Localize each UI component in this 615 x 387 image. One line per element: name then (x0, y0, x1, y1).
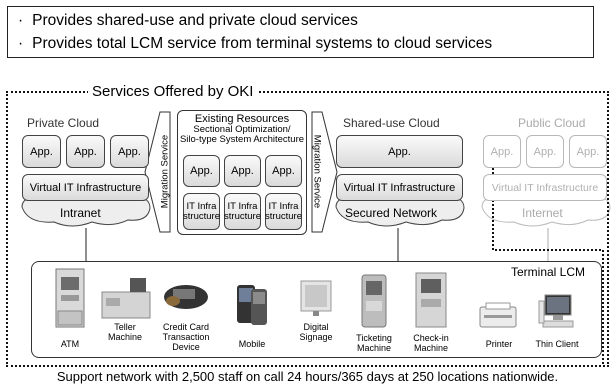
public-virtual-it-infrastructure: Virtual IT Infrastructure (483, 174, 607, 201)
existing-app-box-1: App. (183, 155, 220, 187)
services-frame-title: Services Offered by OKI (88, 83, 258, 100)
check-in-machine-icon (412, 271, 450, 329)
summary-bullet-1: ·Provides shared-use and private cloud s… (18, 12, 358, 29)
terminal-lcm-label: Terminal LCM (511, 265, 586, 279)
shared-virtual-it-infrastructure: Virtual IT Infrastructure (336, 174, 463, 201)
migration-arrow-right-shape (311, 111, 338, 233)
public-cloud-title: Public Cloud (518, 116, 586, 130)
existing-resources-title: Existing Resources (194, 113, 290, 125)
teller-machine-icon (100, 276, 152, 319)
migration-service-right-label: Migration Service (311, 134, 323, 209)
shared-app-box: App. (336, 135, 463, 168)
private-app-box-2: App. (66, 135, 105, 168)
shared-cloud-title: Shared-use Cloud (343, 116, 440, 130)
private-cloud-title: Private Cloud (27, 116, 100, 130)
atm-icon (52, 267, 88, 329)
private-app-box-3: App. (110, 135, 149, 168)
migration-arrow-left-shape (144, 111, 171, 233)
summary-bullet-2: ·Provides total LCM service from termina… (18, 35, 493, 52)
public-app-box-1: App. (483, 135, 521, 168)
summary-box: ·Provides shared-use and private cloud s… (7, 6, 594, 58)
footer-text: Support network with 2,500 staff on call… (56, 369, 559, 384)
public-cloud-boundary (492, 160, 604, 366)
terminal-label-atm: ATM (60, 339, 80, 349)
terminal-label-printer: Printer (485, 339, 513, 349)
credit-card-device-icon (163, 281, 209, 313)
terminal-label-thin-client: Thin Client (535, 339, 579, 349)
ticketing-machine-icon (358, 273, 390, 329)
terminal-label-mobile: Mobile (238, 339, 266, 349)
public-app-box-2: App. (526, 135, 564, 168)
existing-app-box-2: App. (224, 155, 261, 187)
services-frame (6, 91, 609, 367)
existing-resources-subtitle-1: Sectional Optimization/ (193, 124, 291, 135)
intranet-label: Intranet (60, 206, 101, 220)
printer-icon (478, 301, 518, 329)
existing-app-box-3: App. (265, 155, 302, 187)
existing-resources-subtitle-2: Silo-type System Architecture (179, 134, 305, 145)
mobile-icon (235, 283, 269, 327)
private-app-box-1: App. (22, 135, 61, 168)
migration-service-left-label: Migration Service (159, 134, 171, 209)
secured-network-label: Secured Network (345, 206, 438, 220)
internet-label: Internet (522, 206, 563, 220)
thin-client-icon (537, 293, 577, 329)
public-app-box-3: App. (569, 135, 607, 168)
digital-signage-icon (298, 279, 334, 317)
private-virtual-it-infrastructure: Virtual IT Infrastructure (22, 174, 149, 201)
